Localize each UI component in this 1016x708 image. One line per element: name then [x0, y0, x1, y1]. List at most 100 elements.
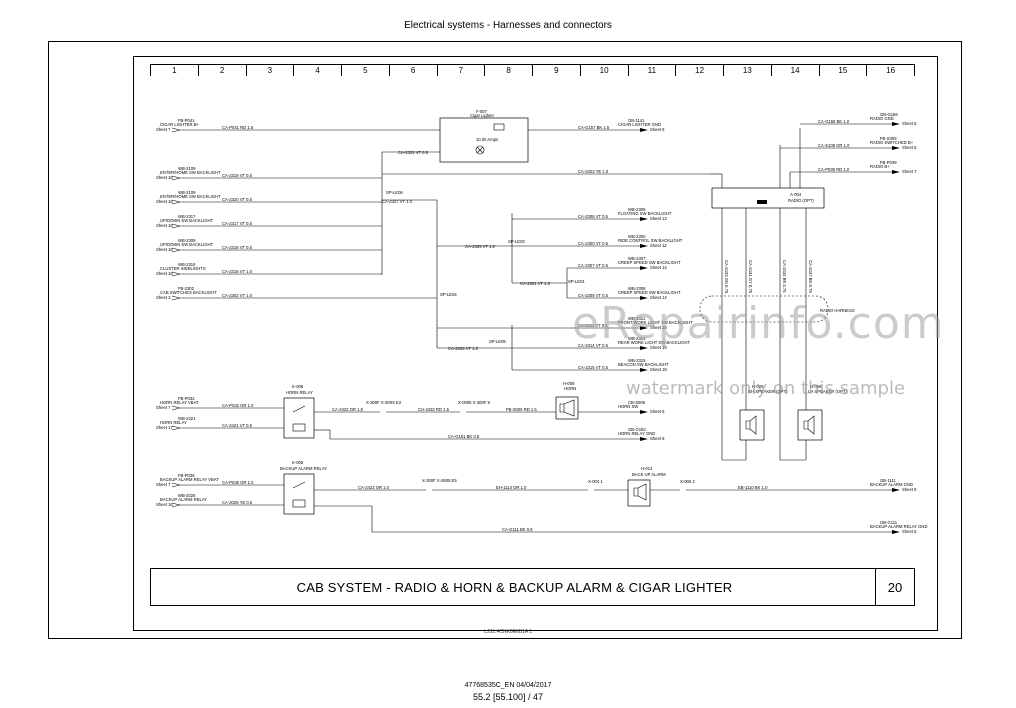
speaker-icon	[803, 415, 815, 435]
component-code: F-007	[476, 109, 488, 114]
wire-label: CA-G151 BK 0.5	[448, 434, 480, 439]
sheet-ref[interactable]: Sheet 6	[902, 121, 917, 126]
ref-desc: UP/DOWN SW BACKLIGHT	[160, 218, 213, 223]
sheet-ref[interactable]: Sheet 18	[650, 345, 667, 350]
sheet-ref[interactable]: Sheet 6	[650, 127, 665, 132]
ref-code: WB-2025	[178, 493, 196, 498]
wire-label: CA-G111 BK 0.5	[502, 527, 533, 532]
page-header: Electrical systems - Harnesses and conne…	[404, 20, 612, 31]
sheet-ref[interactable]: Sheet 16	[156, 199, 173, 204]
column-number: 13	[723, 65, 771, 76]
sheet-ref[interactable]: Sheet 16	[156, 502, 173, 507]
ref-desc: BACKUP ALARM RELAY GND	[870, 524, 927, 529]
ref-desc: BACKUP ALARM GND	[870, 482, 913, 487]
sheet-ref[interactable]: Sheet 18	[650, 325, 667, 330]
arrow-icon	[892, 488, 900, 492]
sheet-ref[interactable]: Sheet 16	[156, 271, 173, 276]
ref-code: WB-2421	[178, 416, 196, 421]
wire-label: CA-P039 RD 1.0	[818, 167, 850, 172]
wire-label: CA-P035 OR 1.0	[222, 480, 254, 485]
wire-label: CA-2434 BK 0.75	[782, 260, 787, 293]
arrow-icon	[640, 244, 648, 248]
arrow-icon	[640, 368, 648, 372]
sheet-ref[interactable]: Sheet 12	[650, 243, 667, 248]
radio-box	[711, 187, 825, 209]
wire-label: CA-2311 VT 0.5	[578, 323, 608, 328]
ref-code: WB-2314	[628, 336, 646, 341]
sheet-ref[interactable]: Sheet 6	[902, 487, 917, 492]
sheet-ref[interactable]: Sheet 14	[650, 265, 667, 270]
ref-code: WB-2315	[628, 358, 646, 363]
component-name: BACKUP ALARM RELAY	[280, 466, 327, 471]
splice-label: SP-LE01	[568, 279, 585, 284]
sheet-ref[interactable]: Sheet 7	[156, 405, 171, 410]
sheet-ref[interactable]: Sheet 16	[156, 223, 173, 228]
arrow-icon	[171, 199, 181, 205]
horn-box	[555, 396, 579, 420]
component-name: RH SPEAKER (OPT)	[748, 389, 788, 394]
arrow-icon	[171, 247, 181, 253]
sheet-ref[interactable]: Sheet 14	[650, 295, 667, 300]
component-code: K-006	[292, 384, 304, 389]
wire-label: CA-2308 VT 0.5	[578, 293, 609, 298]
document-reference: LJS1.4CNK0E6B1A 1	[483, 629, 533, 635]
ref-desc: CIGAR LIGHTER B+	[160, 122, 200, 127]
ref-code: GB-G156	[880, 112, 898, 117]
wire-label: CA-2301 VT 1.0	[520, 281, 551, 286]
speaker-r-box	[739, 409, 765, 441]
sheet-ref[interactable]: Sheet 7	[156, 127, 171, 132]
arrow-icon	[171, 425, 181, 431]
horn-relay-box	[283, 397, 315, 439]
wire-label: CA-2319 VT 0.5	[222, 173, 253, 178]
alarm-icon	[633, 483, 647, 501]
arrow-icon	[171, 405, 181, 411]
sheet-ref[interactable]: Sheet 17	[156, 425, 173, 430]
sheet-ref[interactable]: Sheet 6	[902, 529, 917, 534]
fuse-rating: 10.00 Amps	[476, 137, 498, 142]
sheet-ref[interactable]: Sheet 13	[650, 216, 667, 221]
sheet-ref[interactable]: Sheet 6	[650, 436, 665, 441]
ref-desc: CLUSTER SIDELIGHTS	[160, 266, 206, 271]
sheet-ref[interactable]: Sheet 16	[156, 175, 173, 180]
component-name: LH SPEAKER (OPT)	[808, 389, 847, 394]
speaker-l-box	[797, 409, 823, 441]
wire-label: CA-2421 VT 0.5	[222, 423, 253, 428]
radio-harness-boundary	[699, 295, 829, 323]
ref-desc: REAR WORK LIGHT SW BACKLIGHT	[618, 340, 690, 345]
ref-desc: RADIO B+	[870, 164, 890, 169]
ref-desc: ENTER/HOME SW BACKLIGHT	[160, 194, 221, 199]
sheet-ref[interactable]: Sheet 7	[156, 482, 171, 487]
relay-coil-icon	[292, 499, 306, 508]
sheet-outer-frame	[48, 41, 962, 639]
wire-label: CA-P041 RD 1.5	[222, 125, 254, 130]
ref-code: WB-2109	[178, 190, 196, 195]
ref-code: WB-2307	[628, 256, 646, 261]
ref-desc: UP/DOWN SW BACKLIGHT	[160, 242, 213, 247]
component-name: HORN	[564, 386, 576, 391]
sheet-ref[interactable]: Sheet 5	[650, 409, 665, 414]
wire-label: CA-2327 VT 1.0	[382, 199, 413, 204]
sheet-ref[interactable]: Sheet 3	[156, 295, 171, 300]
ref-desc: BEACON SW BACKLIGHT	[618, 362, 669, 367]
ref-code: FB-S309	[880, 136, 897, 141]
ref-code: FB-P039	[880, 160, 897, 165]
harness-label: RADIO HARNESS	[820, 308, 855, 313]
sheet-ref[interactable]: Sheet 7	[902, 169, 917, 174]
ref-desc: ENTER/HOME SW BACKLIGHT	[160, 170, 221, 175]
wire-label: CA-2318 VT 0.5	[222, 245, 253, 250]
sheet-ref[interactable]: Sheet 16	[156, 247, 173, 252]
sheet-ref[interactable]: Sheet 18	[650, 367, 667, 372]
ref-desc: HORN SW	[618, 404, 638, 409]
arrow-icon	[171, 482, 181, 488]
wire-label: CA-2302 VT 1.0	[222, 293, 253, 298]
wire-label: CA-2314 VT 0.5	[578, 343, 609, 348]
column-number: 8	[484, 65, 532, 76]
column-number: 11	[627, 65, 676, 76]
wire-label: CA-P032 OR 1.0	[222, 403, 254, 408]
ref-code: WB-2109	[178, 166, 196, 171]
column-number: 1	[172, 66, 177, 75]
relay-coil-icon	[292, 423, 306, 432]
column-number: 7	[436, 65, 485, 76]
ref-desc: FLOATING SW BACKLIGHT	[618, 211, 672, 216]
sheet-ref[interactable]: Sheet 6	[902, 145, 917, 150]
